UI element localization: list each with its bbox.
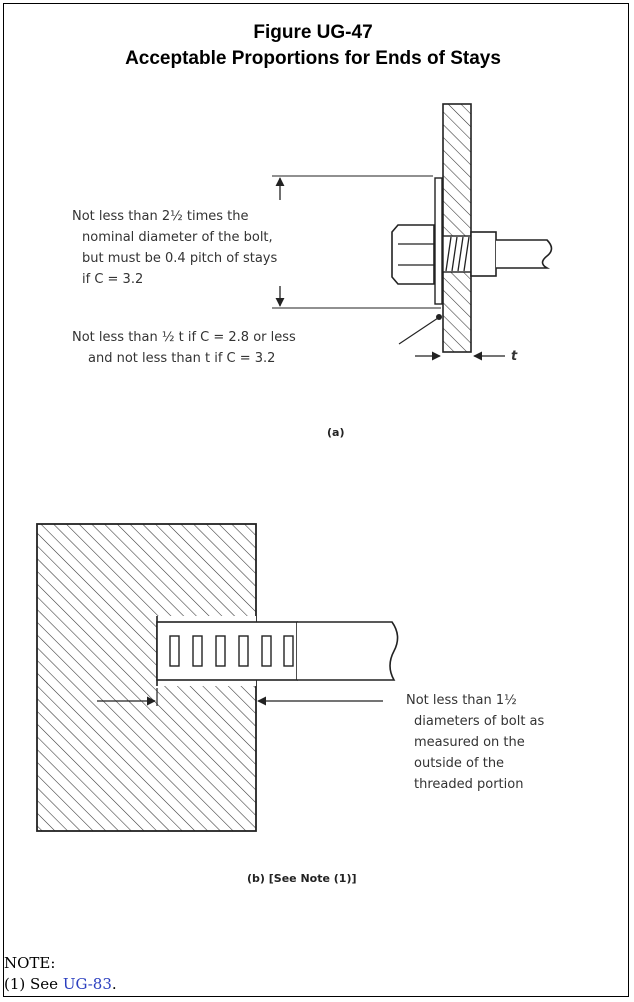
- label-b-line-3: measured on the: [414, 735, 525, 750]
- caption-a: (a): [327, 426, 345, 439]
- label-b-line-2: diameters of bolt as: [414, 714, 545, 729]
- diagram-b: [36, 523, 399, 832]
- label-a-line-2: nominal diameter of the bolt,: [82, 230, 273, 245]
- label-a-line-4: if C = 3.2: [82, 272, 144, 287]
- label-a2-line-2: and not less than t if C = 3.2: [88, 351, 276, 366]
- label-a-line-3: but must be 0.4 pitch of stays: [82, 251, 278, 266]
- caption-b: (b) [See Note (1)]: [247, 872, 357, 885]
- threaded-portion-b: [156, 621, 298, 681]
- nut-right-a: [470, 231, 497, 277]
- bolt-shaft-a: [496, 239, 553, 269]
- threads-a: [445, 236, 470, 272]
- thread-slots-b: [169, 635, 294, 667]
- label-a2-line-1: Not less than ½ t if C = 2.8 or less: [72, 330, 296, 345]
- washer-a: [434, 177, 443, 305]
- hex-nut-a: [391, 224, 435, 285]
- label-b-line-5: threaded portion: [414, 777, 524, 792]
- note-heading: NOTE:: [4, 954, 56, 972]
- figure-title: Acceptable Proportions for Ends of Stays: [125, 48, 501, 69]
- diagram-a: [272, 103, 553, 361]
- figure-number: Figure UG-47: [253, 22, 373, 43]
- ug-83-link[interactable]: UG-83: [62, 975, 112, 993]
- note-item-1: (1) See UG-83.: [4, 975, 117, 993]
- label-b-line-1: Not less than 1½: [406, 693, 517, 708]
- note-item-suffix: .: [111, 975, 117, 993]
- plate-a: [442, 103, 472, 353]
- note-item-prefix: (1) See: [4, 975, 63, 993]
- t-symbol: t: [511, 349, 518, 364]
- bolt-shaft-b: [297, 621, 399, 681]
- label-b-line-4: outside of the: [414, 756, 505, 771]
- label-a-line-1: Not less than 2½ times the: [72, 209, 249, 224]
